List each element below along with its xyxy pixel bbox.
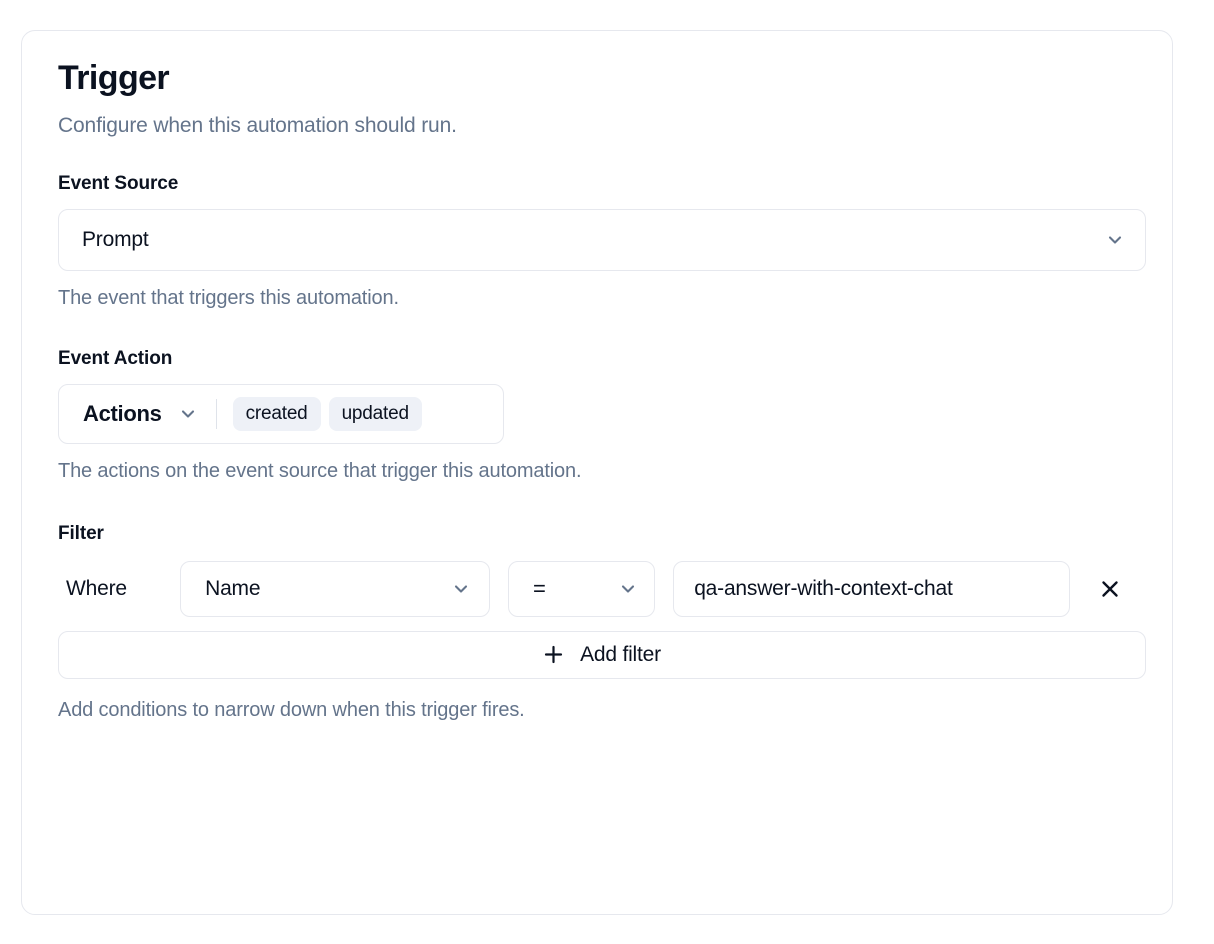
event-action-section: Event Action Actions created updated T	[58, 348, 1136, 483]
event-source-section: Event Source Prompt The event that trigg…	[58, 172, 1146, 310]
event-action-chips: created updated	[232, 396, 422, 431]
event-source-select[interactable]: Prompt	[58, 208, 1146, 271]
event-action-dropdown[interactable]: Actions	[83, 401, 198, 427]
filter-label: Filter	[58, 522, 104, 544]
chip-created[interactable]: created	[232, 396, 321, 431]
event-source-help: The event that triggers this automation.	[58, 286, 399, 309]
chevron-down-icon	[1105, 230, 1125, 250]
event-action-label: Event Action	[58, 347, 173, 369]
filter-field-value: Name	[205, 576, 261, 600]
filter-operator-value: =	[533, 575, 546, 601]
add-filter-button[interactable]: Add filter	[58, 630, 1146, 679]
add-filter-label: Add filter	[580, 642, 661, 666]
trigger-card: Trigger Configure when this automation s…	[21, 30, 1173, 915]
event-action-help: The actions on the event source that tri…	[58, 459, 582, 482]
close-icon	[1098, 577, 1122, 601]
event-source-value: Prompt	[82, 227, 149, 251]
filter-value-text: qa-answer-with-context-chat	[694, 576, 953, 600]
chip-updated[interactable]: updated	[328, 396, 422, 431]
remove-filter-button[interactable]	[1084, 563, 1136, 615]
event-action-combo: Actions created updated	[58, 383, 504, 444]
filter-help: Add conditions to narrow down when this …	[58, 698, 525, 721]
divider	[215, 398, 217, 429]
chevron-down-icon	[618, 579, 638, 599]
event-source-label: Event Source	[58, 172, 179, 194]
filter-value-input[interactable]: qa-answer-with-context-chat	[673, 560, 1071, 617]
where-label: Where	[66, 576, 127, 600]
filter-operator-select[interactable]: =	[508, 560, 656, 617]
event-action-dropdown-label: Actions	[83, 400, 162, 426]
chevron-down-icon	[451, 579, 471, 599]
card-subtitle: Configure when this automation should ru…	[58, 113, 457, 137]
filter-section: Filter Where Name =	[58, 522, 1146, 722]
page-title: Trigger	[58, 59, 170, 97]
chevron-down-icon	[178, 404, 198, 424]
card-content: Trigger Configure when this automation s…	[22, 31, 1172, 722]
plus-icon	[543, 644, 564, 665]
filter-field-select[interactable]: Name	[180, 560, 491, 617]
filter-row: Where Name = qa-answer-w	[58, 560, 1136, 617]
